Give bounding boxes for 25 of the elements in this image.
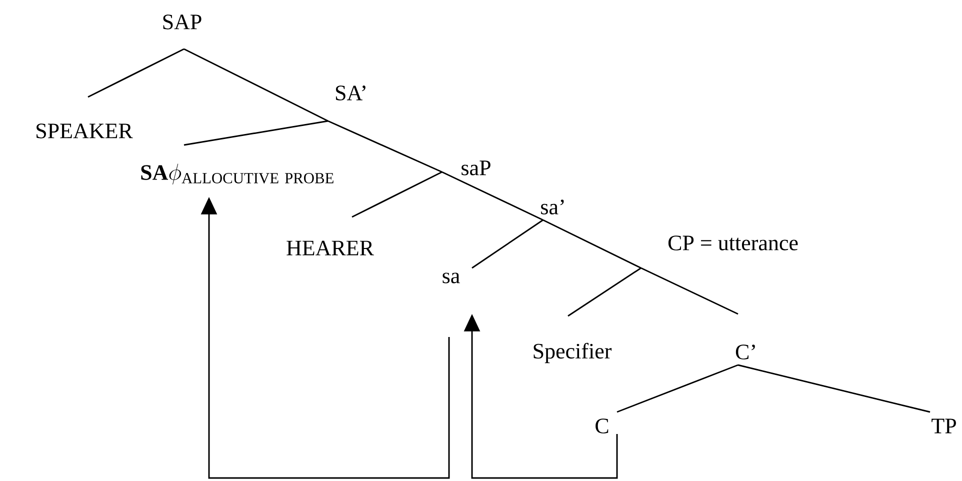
tree-label: CP = utterance <box>668 236 798 250</box>
tree-branch <box>640 267 738 315</box>
tree-label: HEARER <box>286 240 374 256</box>
tree-branch <box>472 219 544 269</box>
tree-branch <box>88 48 184 98</box>
tree-branch <box>328 120 442 173</box>
tree-label: sa’ <box>541 200 564 214</box>
tree-label: SAP <box>163 14 202 30</box>
tree-branch <box>568 267 642 317</box>
tree-branch <box>352 171 442 218</box>
tree-label: saP <box>462 160 490 176</box>
tree-branch <box>184 120 328 146</box>
tree-label: C <box>596 418 608 434</box>
tree-branch <box>616 364 738 413</box>
tree-branch <box>442 171 544 221</box>
tree-label: C’ <box>736 344 755 360</box>
tree-label: sa <box>442 272 460 284</box>
tree-branch <box>738 364 930 413</box>
tree-label: SA’ <box>336 86 366 100</box>
tree-branch <box>184 48 328 122</box>
tree-label: TP <box>932 418 956 434</box>
tree-branch <box>542 219 642 269</box>
tree-label: $\mathbf{SA}\phi_{\mathrm{ALLOCUTIVE\ PROBE}}$ <box>141 164 334 184</box>
tree-label: SPEAKER <box>36 124 133 138</box>
tree-label: Specifier <box>534 342 612 364</box>
